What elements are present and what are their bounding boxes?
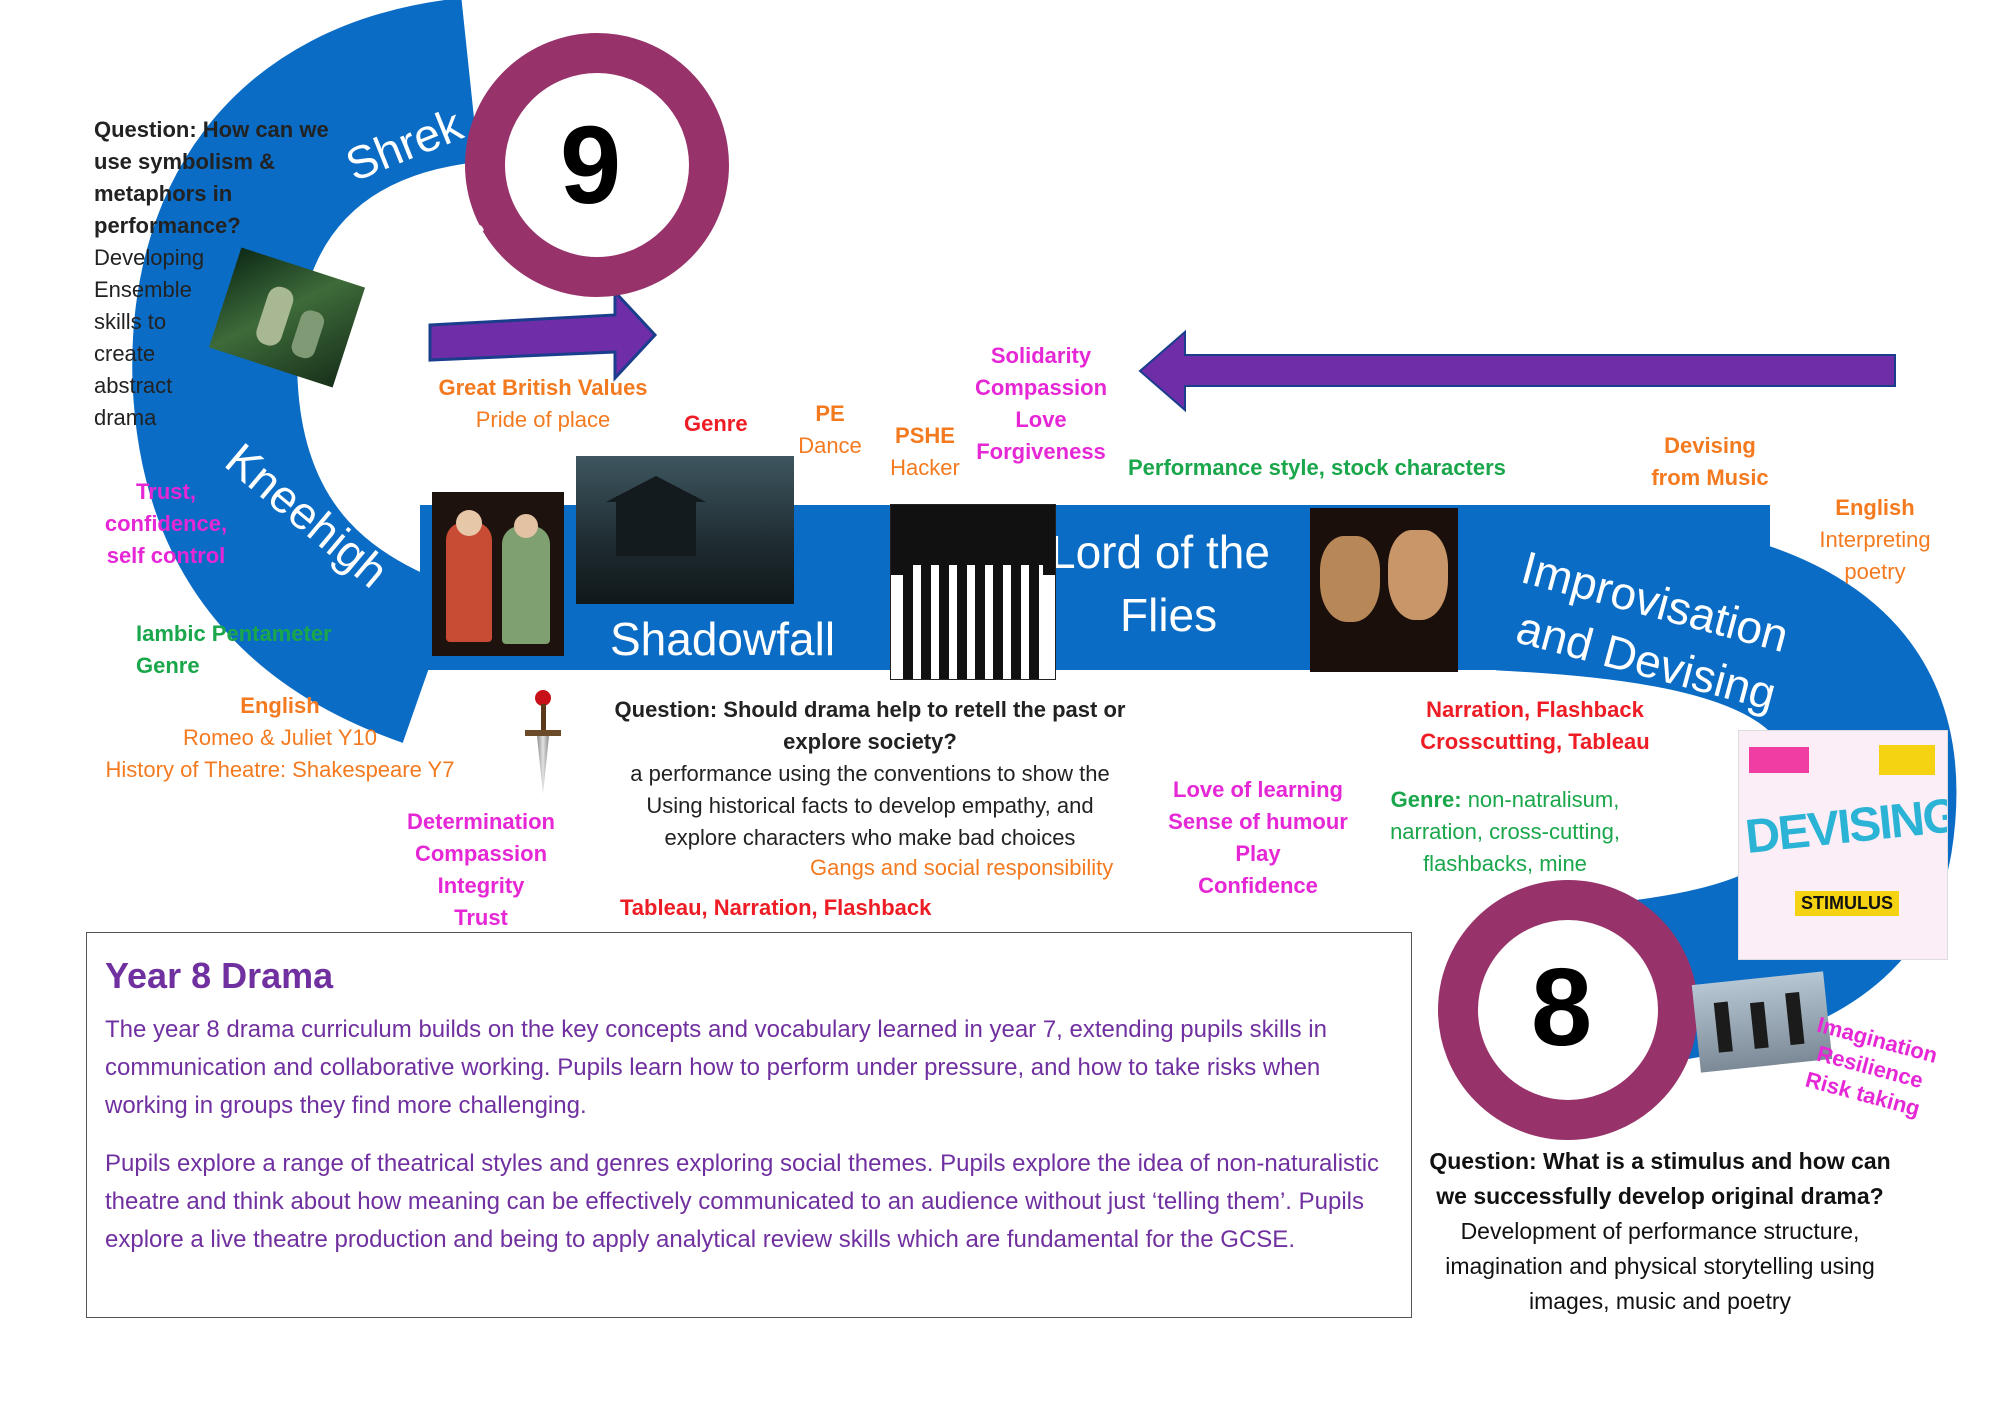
gangs-theme: Gangs and social responsibility [810, 855, 1114, 880]
devising-music-line: from Music [1651, 465, 1769, 490]
devising-art-word: DEVISING [1742, 788, 1948, 865]
summary-title: Year 8 Drama [105, 955, 334, 996]
devising-music-line: Devising [1664, 433, 1756, 458]
value-item: Solidarity [990, 343, 1092, 368]
english-right: English Interpreting poetry [1800, 492, 1950, 588]
pe-link: PE Dance [790, 398, 870, 462]
mid-question-detail: a performance using the conventions to s… [630, 761, 1110, 786]
lord-of-flies-silhouette [890, 504, 1056, 680]
english-left-line: Romeo & Juliet Y10 [182, 725, 378, 750]
devising-word-art: DEVISING STIMULUS [1738, 730, 1948, 960]
performance-style: Performance style, stock characters [1128, 455, 1506, 480]
badge-9-ring [465, 33, 729, 297]
narration-right-line: Crosscutting, Tableau [1420, 729, 1650, 754]
genre-right-line: narration, cross-cutting, [1390, 819, 1620, 844]
iambic-block: Iambic Pentameter Genre [136, 618, 332, 682]
values-top: Solidarity Compassion Love Forgiveness [966, 340, 1116, 468]
determination-line: Trust [454, 905, 508, 930]
tableau-narration: Tableau, Narration, Flashback [620, 895, 932, 920]
year8-question: Question: What is a stimulus and how can… [1420, 1144, 1900, 1319]
english-left-line: History of Theatre: Shakespeare Y7 [105, 757, 455, 782]
badge-8-ring [1438, 880, 1698, 1140]
road-label-lotf-1: Lord of the [1050, 526, 1270, 578]
shadowfall-question: Question: Should drama help to retell th… [590, 694, 1150, 854]
badge-year-8: 8 [1531, 946, 1593, 1069]
year9-question-line: performance? [94, 213, 241, 238]
dagger-rose-image [515, 690, 571, 796]
narration-right: Narration, Flashback Crosscutting, Table… [1410, 694, 1660, 758]
mid-question-detail: Using historical facts to develop empath… [646, 793, 1094, 818]
mid-question-detail: explore characters who make bad choices [664, 825, 1076, 850]
year9-question-line: metaphors in [94, 181, 233, 206]
genre-label: Genre [684, 411, 748, 436]
great-british-values: Great British Values Pride of place [418, 372, 668, 436]
masks-photo [1310, 508, 1458, 672]
year8-question-bold: Question: What is a stimulus and how can… [1429, 1148, 1891, 1209]
narration-right-line: Narration, Flashback [1426, 697, 1644, 722]
determination-line: Determination [407, 809, 555, 834]
english-right-title: English [1835, 495, 1915, 520]
love-line: Sense of humour [1168, 809, 1348, 834]
english-left: English Romeo & Juliet Y10 History of Th… [90, 690, 470, 786]
year9-question-detail: skills to [94, 309, 167, 334]
determination-line: Integrity [437, 873, 525, 898]
year9-question-detail: drama [94, 405, 157, 430]
devising-from-music: Devising from Music [1630, 430, 1790, 494]
love-line: Confidence [1198, 873, 1318, 898]
actors-photo [432, 492, 564, 656]
love-of-learning: Love of learning Sense of humour Play Co… [1160, 774, 1356, 902]
pshe-link: PSHE Hacker [880, 420, 970, 484]
mid-question-line: explore society? [783, 729, 957, 754]
summary-paragraph-1: The year 8 drama curriculum builds on th… [105, 1016, 1327, 1119]
love-line: Play [1235, 841, 1281, 866]
genre-right-line: flashbacks, mine [1423, 851, 1587, 876]
summary-paragraph-2: Pupils explore a range of theatrical sty… [105, 1150, 1380, 1253]
genre-right-label: Genre: [1390, 787, 1462, 812]
year9-question-line: Question: How can we [94, 117, 329, 142]
iambic-line: Genre [136, 653, 200, 678]
road-label-shadowfall: Shadowfall [610, 613, 836, 665]
year8-question-detail: Development of performance structure, im… [1445, 1218, 1875, 1314]
value-item: Compassion [974, 375, 1108, 400]
love-line: Love of learning [1173, 777, 1343, 802]
trust-line: confidence, [104, 511, 228, 536]
haunted-house-photo [576, 456, 794, 604]
english-left-title: English [240, 693, 320, 718]
trust-line: Trust, [136, 479, 196, 504]
year9-question: Question: How can we use symbolism & met… [94, 114, 329, 434]
year8-summary-box: Year 8 Drama The year 8 drama curriculum… [86, 932, 1412, 1318]
trust-line: self control [106, 543, 226, 568]
genre-right-rest: non-natralisum, [1461, 787, 1620, 812]
genre-right-first: Genre: non-natralisum, [1370, 784, 1640, 816]
road-upper-curve [132, 0, 481, 743]
badge-year-9: 9 [560, 104, 622, 227]
year9-question-detail: abstract [94, 373, 173, 398]
mid-question-line: Question: Should drama help to retell th… [614, 697, 1126, 722]
english-right-line: Interpreting [1819, 527, 1931, 552]
gbv-title: Great British Values [438, 375, 648, 400]
pe-sub: Dance [798, 433, 862, 458]
year9-question-line: use symbolism & [94, 149, 275, 174]
road-label-lotf-2: Flies [1120, 589, 1218, 641]
pe-title: PE [815, 401, 845, 426]
iambic-line: Iambic Pentameter [136, 621, 332, 646]
determination-line: Compassion [414, 841, 548, 866]
pshe-sub: Hacker [890, 455, 960, 480]
devising-art-stimulus: STIMULUS [1795, 891, 1899, 916]
english-right-line: poetry [1844, 559, 1906, 584]
trust-block: Trust, confidence, self control [96, 476, 236, 572]
arrow-right [428, 288, 658, 382]
year9-question-detail: Developing [94, 245, 205, 270]
pshe-title: PSHE [895, 423, 955, 448]
value-item: Forgiveness [976, 439, 1106, 464]
determination-values: Determination Compassion Integrity Trust [398, 806, 564, 934]
year9-question-detail: Ensemble [94, 277, 192, 302]
arrow-left [1138, 329, 1896, 413]
genre-right: Genre: non-natralisum, narration, cross-… [1370, 784, 1640, 880]
gbv-sub: Pride of place [475, 407, 611, 432]
year9-question-detail: create [94, 341, 156, 366]
value-item: Love [1015, 407, 1067, 432]
